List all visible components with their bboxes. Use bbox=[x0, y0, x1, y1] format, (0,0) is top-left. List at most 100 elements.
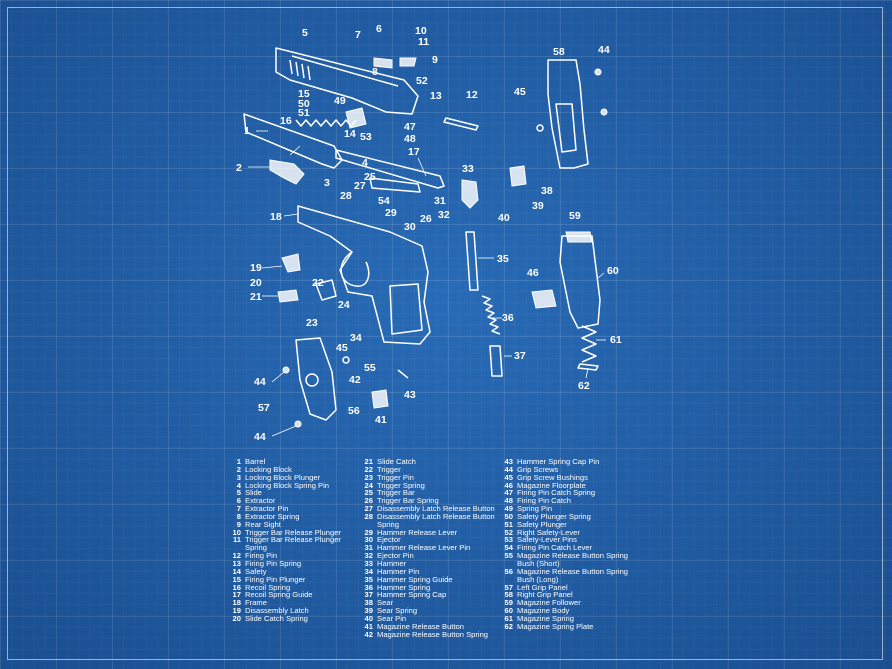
callout-29: 29 bbox=[385, 207, 397, 219]
leader-16 bbox=[289, 145, 301, 156]
callout-43: 43 bbox=[404, 389, 416, 401]
legend-part-name: Disassembly Latch bbox=[245, 606, 309, 616]
legend-part-name: Locking Block Spring Pin bbox=[245, 480, 329, 490]
part-trigger-bar bbox=[369, 177, 421, 193]
callout-12: 12 bbox=[466, 89, 478, 101]
legend-part-name: Trigger Spring bbox=[377, 480, 425, 490]
legend-part-number: 25 bbox=[364, 488, 373, 498]
legend-part-name: Hammer Spring Cap bbox=[377, 590, 447, 600]
part-frame-grip-texture bbox=[389, 283, 423, 335]
part-firing-pin bbox=[443, 117, 479, 131]
legend-part-name: Locking Block bbox=[245, 464, 292, 474]
legend-part-number: 57 bbox=[504, 582, 513, 592]
part-barrel bbox=[243, 113, 343, 169]
leader-18 bbox=[283, 213, 299, 217]
legend-part-number: 6 bbox=[236, 496, 241, 506]
callout-36: 36 bbox=[502, 312, 514, 324]
legend-part-number: 10 bbox=[232, 527, 241, 537]
part-locking-block bbox=[269, 159, 305, 185]
legend-part-number: 56 bbox=[504, 566, 513, 576]
legend-part-name: Magazine Floorplate bbox=[517, 480, 586, 490]
legend-row: 24 Trigger Spring bbox=[358, 480, 495, 490]
callout-44-left-upper: 44 bbox=[254, 376, 266, 388]
legend-part-name: Spring Pin bbox=[517, 504, 553, 514]
leader-19 bbox=[261, 265, 283, 269]
legend-part-number: 30 bbox=[364, 535, 373, 545]
legend-part-name: Trigger Bar Release Plunger bbox=[245, 535, 341, 545]
callout-35: 35 bbox=[497, 253, 509, 265]
part-slide-catch bbox=[277, 289, 299, 303]
leader-17 bbox=[417, 157, 427, 177]
legend-part-name: Barrel bbox=[245, 457, 266, 466]
part-frame bbox=[297, 205, 431, 345]
legend-part-name: Locking Block Plunger bbox=[245, 472, 321, 482]
legend-part-name: Ejector Pin bbox=[377, 551, 414, 561]
callout-5: 5 bbox=[302, 27, 308, 39]
callout-26: 26 bbox=[420, 213, 432, 225]
part-magazine-spring bbox=[581, 325, 597, 363]
legend-part-number: 33 bbox=[364, 558, 373, 568]
legend-part-name: Firing Pin Spring bbox=[245, 558, 302, 568]
legend-part-number: 35 bbox=[364, 574, 373, 584]
legend-part-name: Extractor Pin bbox=[245, 504, 289, 514]
callout-44-right: 44 bbox=[598, 44, 610, 56]
legend-part-name: Safety Plunger Spring bbox=[517, 511, 591, 521]
legend-part-number: 19 bbox=[232, 606, 241, 616]
callout-59: 59 bbox=[569, 210, 581, 222]
callout-55: 55 bbox=[364, 362, 376, 374]
leader-lines bbox=[248, 130, 606, 437]
legend-part-number: 13 bbox=[232, 558, 241, 568]
leader-60 bbox=[597, 272, 605, 279]
part-left-grip-panel bbox=[295, 337, 337, 421]
legend-part-name: Grip Screw Bushings bbox=[517, 472, 588, 482]
callout-50: 50 bbox=[298, 98, 310, 110]
callout-9: 9 bbox=[432, 54, 438, 66]
callout-46: 46 bbox=[527, 267, 539, 279]
callout-2: 2 bbox=[236, 162, 242, 174]
callout-23: 23 bbox=[306, 317, 318, 329]
callout-57: 57 bbox=[258, 402, 270, 414]
legend-part-name: Trigger Pin bbox=[377, 472, 414, 482]
legend-part-name: Firing Pin bbox=[245, 551, 278, 561]
legend-part-number: 45 bbox=[504, 472, 513, 482]
legend-part-name: Sear Pin bbox=[377, 613, 407, 623]
callout-34: 34 bbox=[350, 332, 362, 344]
legend-part-number: 24 bbox=[364, 480, 373, 490]
legend-part-name: Disassembly Latch Release Button bbox=[377, 511, 495, 521]
part-grip-screw-d bbox=[600, 108, 608, 116]
legend-part-name: Grip Screws bbox=[517, 464, 559, 474]
legend-part-number: 26 bbox=[364, 496, 373, 506]
legend-part-number: 38 bbox=[364, 598, 373, 608]
legend-part-name: Firing Pin Catch bbox=[517, 496, 572, 506]
callout-14: 14 bbox=[344, 128, 356, 140]
legend-part-number: 51 bbox=[504, 519, 513, 529]
legend-part-number: 17 bbox=[232, 590, 241, 600]
legend-part-number: 37 bbox=[364, 590, 373, 600]
legend-part-name: Magazine Release Button Spring bbox=[377, 629, 489, 639]
part-trigger bbox=[315, 279, 337, 301]
part-left-grip-medallion bbox=[305, 373, 319, 387]
legend-part-number: 58 bbox=[504, 590, 513, 600]
legend-part-name-continued: Spring bbox=[245, 543, 267, 553]
callout-47: 47 bbox=[404, 121, 416, 133]
callout-51: 51 bbox=[298, 107, 310, 119]
part-magazine-release bbox=[371, 389, 389, 409]
callout-10: 10 bbox=[415, 25, 427, 37]
legend-part-number: 20 bbox=[232, 613, 241, 623]
legend-part-name: Extractor bbox=[245, 496, 276, 506]
